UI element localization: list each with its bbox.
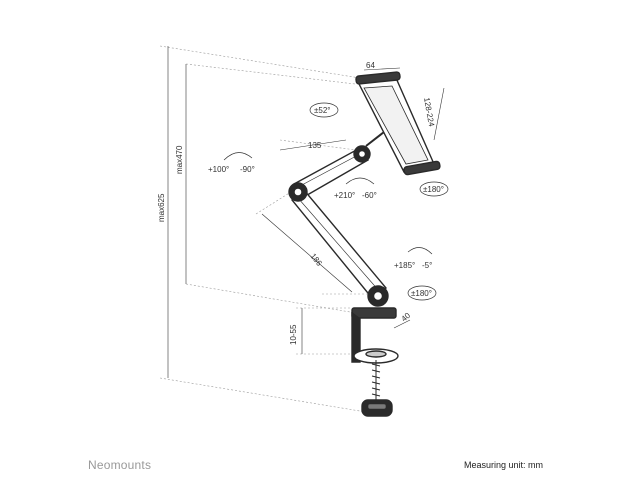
dim-holder-range: 128-224 <box>422 97 436 128</box>
clamp-screw <box>371 360 381 400</box>
joints <box>288 145 389 307</box>
desk-clamp <box>351 307 399 417</box>
dim-total-height: max625 <box>157 193 166 222</box>
rot-base-pos: +185° <box>394 261 415 270</box>
measuring-unit-label: Measuring unit: mm <box>464 460 544 470</box>
rot-mid-neg: -60° <box>362 191 377 200</box>
rot-mid-pos: +210° <box>334 191 355 200</box>
rot-base-neg: -5° <box>422 261 432 270</box>
dimension-lines <box>167 46 445 378</box>
rot-elbow-neg: -90° <box>240 165 255 174</box>
dim-arm-height: max470 <box>175 145 184 174</box>
brand-logo-text: Neomounts <box>88 458 152 472</box>
rotation-badges <box>309 102 449 301</box>
dim-holder-width: 64 <box>366 61 375 70</box>
rot-base: ±180° <box>411 289 432 298</box>
rot-tilt: ±52° <box>314 106 331 115</box>
lower-arm <box>291 189 388 299</box>
rot-holder: ±180° <box>423 185 444 194</box>
rot-elbow-pos: +100° <box>208 165 229 174</box>
dim-upper-arm: 135 <box>308 141 322 150</box>
rotation-arcs <box>223 152 433 255</box>
tablet-holder <box>355 71 441 176</box>
dim-clamp-range: 10-55 <box>289 324 298 345</box>
extension-lines <box>159 45 376 413</box>
dim-clamp-depth: 40 <box>400 311 413 324</box>
